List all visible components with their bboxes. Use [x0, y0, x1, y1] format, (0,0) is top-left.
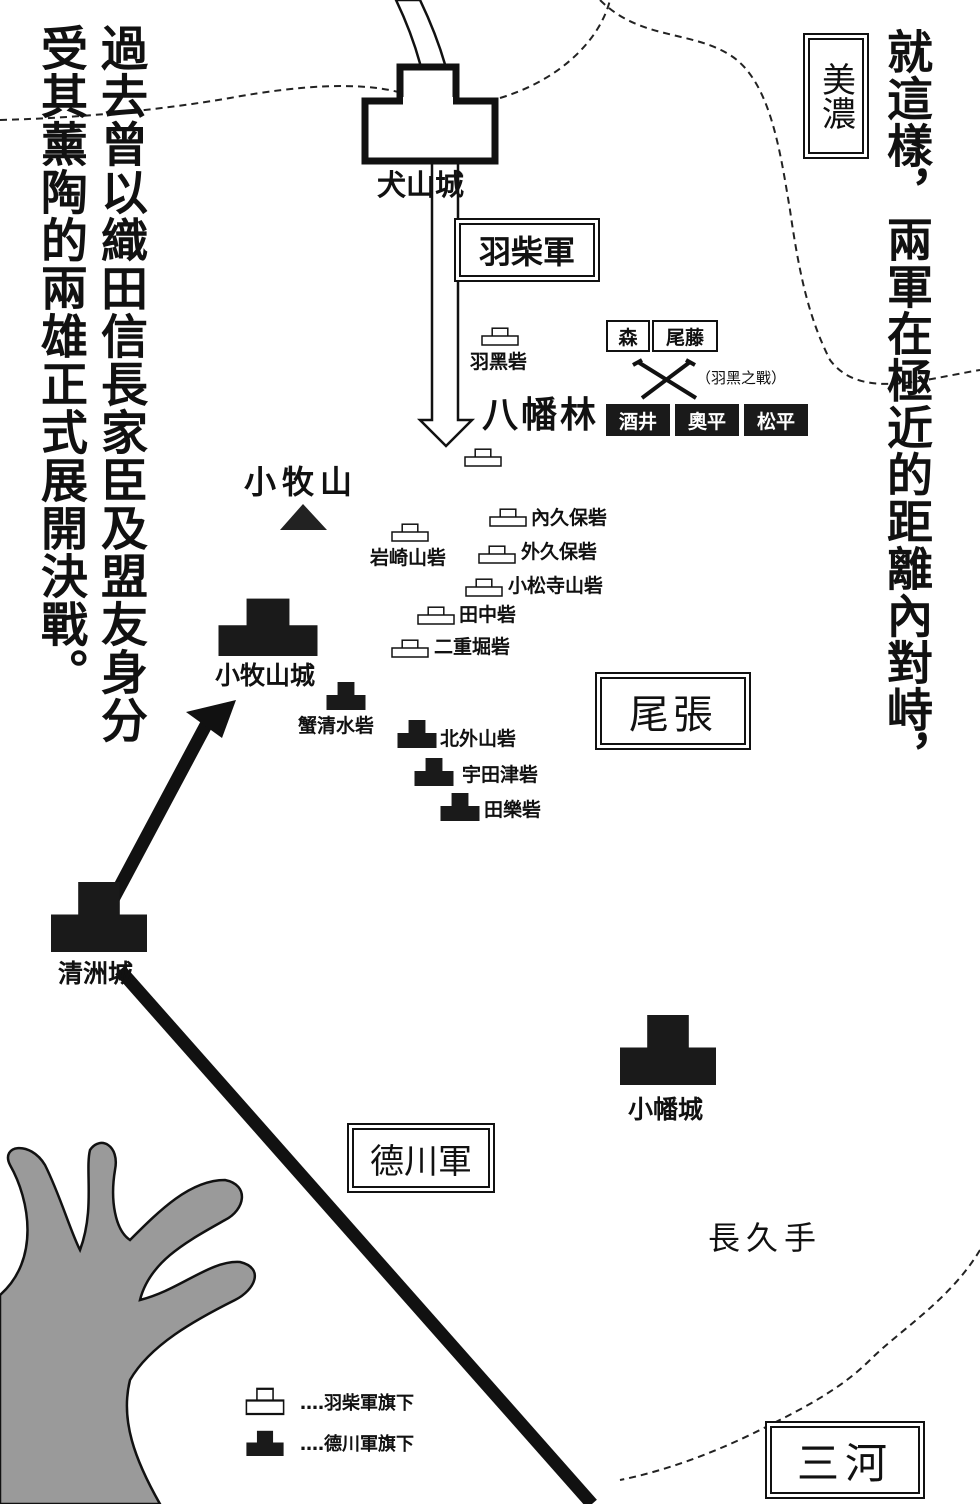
- castle-obata-label: 小幡城: [628, 1095, 704, 1124]
- fort-uchikubo-label: 內久保砦: [531, 507, 608, 529]
- fort-komatsuji-label: 小松寺山砦: [508, 575, 604, 597]
- province-mikawa-label: 三河: [796, 1438, 893, 1488]
- tokugawa-march-route: [115, 965, 597, 1504]
- army-tokugawa-label: 德川軍: [370, 1141, 472, 1182]
- narration-right: 就這樣，兩軍在極近的距離內對峙，: [880, 28, 934, 780]
- fort-udazu-label: 宇田津砦: [462, 764, 539, 786]
- legend-icons: [245, 1387, 285, 1456]
- commander-mori: 森: [606, 320, 650, 352]
- fort-taraku-label: 田樂砦: [484, 799, 542, 821]
- commander-okudaira: 奧平: [675, 404, 739, 436]
- province-mikawa: 三河: [770, 1426, 920, 1494]
- lake-shape: [0, 1141, 257, 1504]
- place-nagakute: 長久手: [708, 1219, 823, 1257]
- province-mino: 美濃: [808, 38, 864, 154]
- commander-sakai: 酒井: [606, 404, 670, 436]
- fort-kitasotoyama-label: 北外山砦: [440, 728, 517, 750]
- province-owari: 尾張: [600, 677, 746, 745]
- army-hashiba-label: 羽柴軍: [478, 233, 575, 271]
- legend-tokugawa-label: ‥‥德川軍旗下: [300, 1434, 415, 1455]
- fort-nijubori-label: 二重堀砦: [434, 636, 511, 658]
- fort-iwasakiyama-label: 岩崎山砦: [370, 547, 447, 569]
- province-owari-label: 尾張: [629, 692, 717, 738]
- commander-matsudaira: 松平: [744, 404, 808, 436]
- tokugawa-advance-arrow: [104, 700, 236, 909]
- battle-name-label: （羽黑之戰）: [696, 369, 787, 387]
- narration-left-col1: 過去曾以織田信長家臣及盟友身分: [92, 24, 147, 744]
- fort-tanaka-label: 田中砦: [459, 604, 517, 626]
- place-hachimanbayashi: 八幡林: [482, 394, 600, 436]
- castle-inuyama-label: 犬山城: [377, 168, 465, 202]
- army-tokugawa: 德川軍: [352, 1128, 490, 1188]
- commander-bito: 尾藤: [652, 320, 718, 352]
- crossed-swords-icon: [632, 358, 698, 400]
- fort-haguro-label: 羽黑砦: [470, 351, 528, 373]
- castle-kiyosu-label: 清洲城: [58, 959, 134, 988]
- place-komaki-mountain: 小牧山: [244, 463, 359, 501]
- komaki-mountain-icon: [280, 504, 327, 530]
- army-hashiba: 羽柴軍: [459, 223, 595, 277]
- fort-kanikiyomizu-label: 蟹清水砦: [298, 715, 375, 737]
- narration-left-col2: 受其薰陶的兩雄正式展開決戰。: [32, 24, 87, 696]
- province-mino-label: 美濃: [815, 62, 856, 130]
- fort-sotokubo-label: 外久保砦: [521, 541, 598, 563]
- legend-hashiba-label: ‥‥羽柴軍旗下: [300, 1393, 415, 1414]
- castle-komakiyama-label: 小牧山城: [215, 661, 316, 690]
